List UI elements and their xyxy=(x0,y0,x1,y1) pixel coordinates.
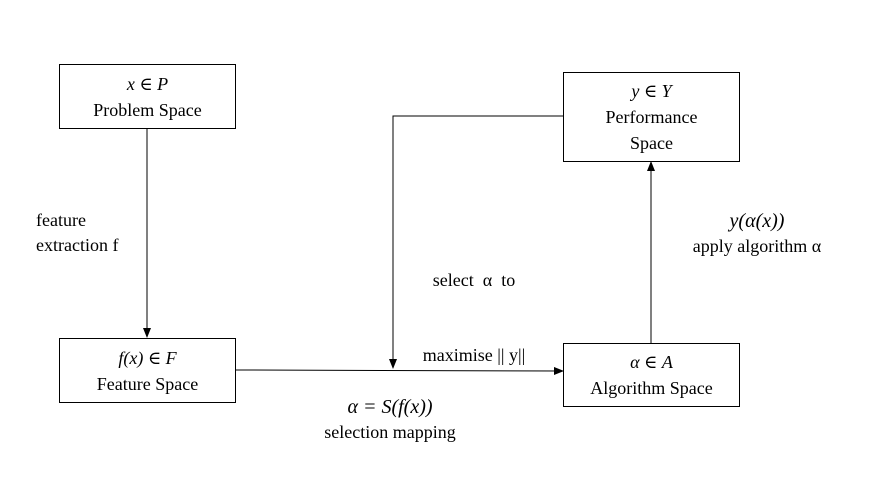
select-maximise-label: select α to maximise || y|| xyxy=(404,218,544,418)
select-line2: maximise || y|| xyxy=(422,345,526,365)
performance-space-label-line2: Space xyxy=(630,133,673,153)
feature-space-math: f(x) ∈ F xyxy=(118,347,177,368)
apply-algorithm-text: apply algorithm α xyxy=(692,236,822,256)
feature-space-label: Feature Space xyxy=(96,373,199,394)
problem-space-box: x ∈ P Problem Space xyxy=(59,64,236,129)
arrow-performance-feedback xyxy=(389,115,563,369)
problem-space-math: x ∈ P xyxy=(126,73,169,94)
problem-space-label: Problem Space xyxy=(93,99,202,120)
arrow-feature-to-algorithm xyxy=(235,366,564,375)
feature-extraction-line1: feature xyxy=(36,210,86,230)
algorithm-space-math: α ∈ A xyxy=(630,352,673,372)
apply-algorithm-math: y(α(x)) xyxy=(729,210,785,232)
algorithm-space-label: Algorithm Space xyxy=(590,378,713,398)
feature-extraction-line2: extraction f xyxy=(36,235,119,255)
selection-mapping-text: selection mapping xyxy=(324,422,456,442)
feature-extraction-label: feature extraction f xyxy=(36,208,118,258)
performance-space-box: y ∈ Y Performance Space xyxy=(563,72,740,162)
performance-space-label-line1: Performance xyxy=(605,107,698,127)
performance-space-math: y ∈ Y xyxy=(631,81,672,101)
algorithm-space-box: α ∈ A Algorithm Space xyxy=(563,343,740,407)
selection-mapping-math: α = S(f(x)) xyxy=(347,396,433,418)
select-line1: select α to xyxy=(432,270,516,290)
feature-space-box: f(x) ∈ F Feature Space xyxy=(59,338,236,403)
apply-algorithm-label: y(α(x)) apply algorithm α xyxy=(672,209,842,259)
selection-mapping-label: α = S(f(x)) selection mapping xyxy=(300,395,480,445)
